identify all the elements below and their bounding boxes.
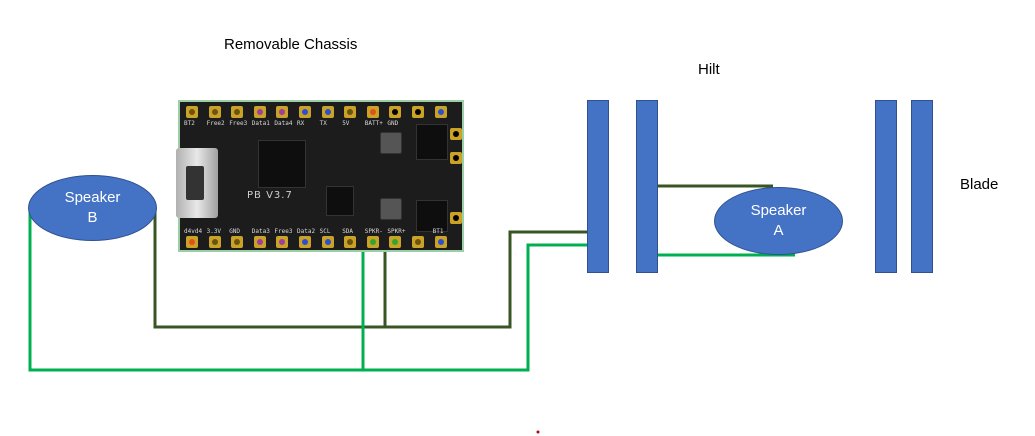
top-pin-label: Free3 [229,120,248,127]
wire-dark-speaker-b [153,205,600,329]
side-pin-1 [450,128,462,140]
small-chip [326,186,354,216]
speaker-b-label-1: Speaker [64,189,121,206]
speaker-b-label-2: B [87,209,98,226]
speaker-a-label-2: A [773,222,784,239]
top-pin-label: Free2 [206,120,225,127]
driver-chip-2 [416,200,448,232]
top-pin-label: Data4 [274,120,293,127]
bottom-pin-label: Data3 [251,228,270,235]
hilt-bar-right [636,100,658,273]
bottom-pin-label: BT1 [432,228,444,235]
button-bottom [380,198,402,220]
bottom-pin [299,236,311,248]
top-pin [321,106,334,118]
top-pin [366,106,379,118]
top-pin [299,106,311,118]
bottom-pin [412,236,424,248]
speaker-b: Speaker B [28,175,157,241]
top-pin [344,106,357,118]
bottom-pin-label: Data2 [297,228,316,235]
driver-chip-1 [416,124,448,160]
wire-light-speaker-b [28,205,600,372]
top-pin [276,106,289,118]
bottom-pin [208,236,221,248]
bottom-pin-label: SCL [319,228,331,235]
bottom-pin-label: d4vd4 [184,228,203,235]
side-pin-2 [450,152,462,164]
top-pin [253,106,266,118]
chassis-label: Removable Chassis [224,36,358,53]
hilt-bar-left [587,100,609,273]
top-pin [412,106,424,118]
usb-port [176,148,218,218]
bottom-pin [253,236,266,248]
board-marking: PB V3.7 [247,190,293,201]
button-top [380,132,402,154]
bottom-pin [276,236,289,248]
side-pin-3 [450,212,462,224]
top-pin-label: RX [297,120,305,127]
top-pin-label: GND [387,120,399,127]
blade-bar-left [875,100,897,273]
bottom-pin [231,236,244,248]
top-pin-label: TX [319,120,327,127]
speaker-a-label-1: Speaker [750,202,807,219]
blade-bar-right [911,100,933,273]
speaker-a: Speaker A [714,187,843,255]
top-pin-label: BATT+ [364,120,383,127]
bottom-pin [389,236,402,248]
hilt-label: Hilt [698,61,720,78]
bottom-pin [186,236,198,248]
top-pin-label: Data1 [251,120,270,127]
stray-dot [536,430,540,434]
top-pin [389,106,402,118]
bottom-pin [434,236,447,248]
main-chip [258,140,306,188]
bottom-pin [321,236,334,248]
bottom-pin-label: GND [229,228,241,235]
top-pin [434,106,447,118]
bottom-pin-label: SPKR- [364,228,383,235]
top-pin [186,106,198,118]
top-pin [231,106,244,118]
bottom-pin [366,236,379,248]
blade-label: Blade [960,176,999,193]
bottom-pin-label: SDA [342,228,354,235]
bottom-pin-label: 3.3V [206,228,222,235]
top-pin [208,106,221,118]
bottom-pin-label: Free3 [274,228,293,235]
bottom-pin [344,236,357,248]
bottom-pin-label: SPKR+ [387,228,406,235]
top-pin-label: 5V [342,120,350,127]
top-pin-label: BT2 [184,120,195,127]
